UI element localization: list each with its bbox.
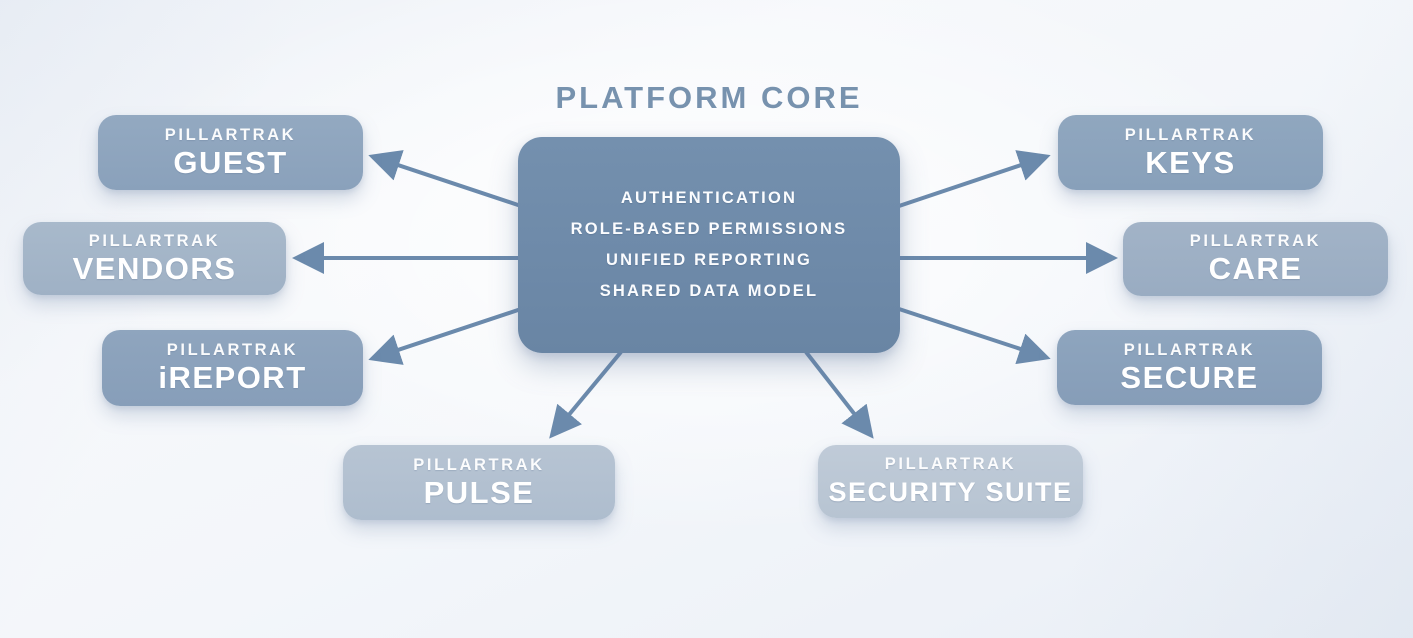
module-box-guest: PILLARTRAK GUEST bbox=[98, 115, 363, 190]
module-brand: PILLARTRAK bbox=[1123, 340, 1256, 359]
module-name: iREPORT bbox=[158, 360, 307, 395]
module-box-keys: PILLARTRAK KEYS bbox=[1058, 115, 1323, 190]
module-box-secure: PILLARTRAK SECURE bbox=[1057, 330, 1322, 405]
module-name: VENDORS bbox=[72, 250, 237, 286]
arrow-core-to-keys bbox=[898, 150, 1051, 208]
core-capability-authentication: AUTHENTICATION bbox=[620, 189, 798, 207]
arrow-core-to-ireport bbox=[368, 307, 522, 365]
module-brand: PILLARTRAK bbox=[166, 341, 299, 359]
module-brand: PILLARTRAK bbox=[884, 454, 1017, 473]
core-capability-permissions: ROLE-BASED PERMISSIONS bbox=[570, 220, 848, 238]
module-box-ireport: PILLARTRAK iREPORT bbox=[102, 330, 363, 406]
arrow-core-to-secure bbox=[898, 307, 1051, 365]
module-brand: PILLARTRAK bbox=[413, 455, 545, 474]
arrow-core-to-security-suite bbox=[804, 350, 874, 439]
platform-core-box: AUTHENTICATION ROLE-BASED PERMISSIONS UN… bbox=[518, 137, 900, 353]
module-brand: PILLARTRAK bbox=[164, 125, 297, 144]
core-capability-data-model: SHARED DATA MODEL bbox=[599, 282, 819, 300]
module-name: CARE bbox=[1208, 251, 1303, 286]
module-name: PULSE bbox=[423, 474, 535, 510]
module-box-care: PILLARTRAK CARE bbox=[1123, 222, 1388, 296]
module-box-pulse: PILLARTRAK PULSE bbox=[343, 445, 615, 520]
module-box-vendors: PILLARTRAK VENDORS bbox=[23, 222, 286, 295]
module-name: SECURITY SUITE bbox=[828, 476, 1073, 507]
core-capability-reporting: UNIFIED REPORTING bbox=[605, 251, 813, 269]
module-name: SECURE bbox=[1120, 359, 1259, 395]
module-brand: PILLARTRAK bbox=[88, 231, 221, 250]
module-brand: PILLARTRAK bbox=[1189, 232, 1322, 250]
module-box-security-suite: PILLARTRAK SECURITY SUITE bbox=[818, 445, 1083, 518]
arrow-core-to-guest bbox=[368, 150, 522, 208]
module-brand: PILLARTRAK bbox=[1124, 125, 1257, 144]
arrow-core-to-pulse bbox=[549, 350, 623, 439]
module-name: KEYS bbox=[1145, 144, 1236, 180]
module-name: GUEST bbox=[173, 144, 288, 180]
page-title: PLATFORM CORE bbox=[555, 80, 863, 115]
